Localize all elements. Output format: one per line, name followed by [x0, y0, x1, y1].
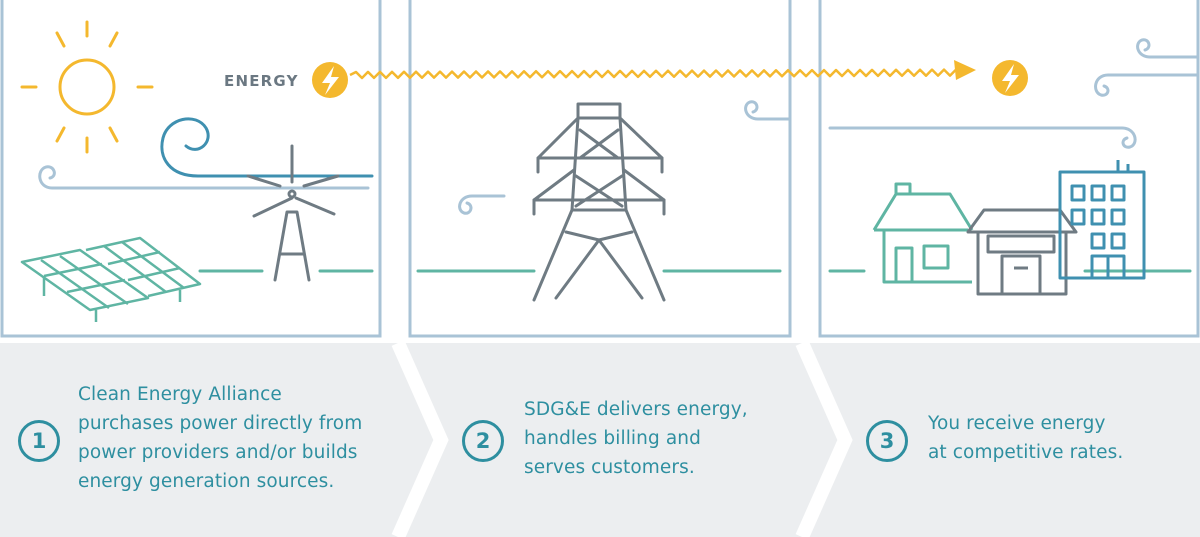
chevron-divider-1	[391, 340, 449, 537]
caption-band	[0, 343, 1200, 537]
business-icon	[966, 208, 1078, 296]
step-1-number: 1	[18, 420, 60, 462]
step-2-number: 2	[462, 420, 504, 462]
lightning-bolt-icon	[312, 62, 348, 98]
step-2-text: SDG&E delivers energy, handles billing a…	[524, 399, 748, 478]
sun-icon	[20, 20, 154, 154]
wind-swirl-icon	[38, 38, 1200, 215]
house-icon	[872, 182, 974, 284]
transmission-tower-icon	[532, 102, 666, 302]
chevron-divider-2	[795, 340, 853, 537]
step-3-number: 3	[866, 420, 908, 462]
energy-flow-arrow	[349, 68, 957, 80]
step-1-text: Clean Energy Alliance purchases power di…	[78, 384, 363, 492]
arrowhead	[954, 60, 976, 80]
step-3-text: You receive energy at competitive rates.	[928, 413, 1124, 463]
office-building-icon	[1058, 160, 1146, 280]
energy-label: ENERGY	[224, 72, 299, 90]
solar-panel-icon	[20, 236, 202, 322]
wind-turbine-icon	[246, 144, 340, 282]
panel-frames	[0, 0, 1200, 338]
lightning-bolt-icon	[992, 60, 1028, 96]
